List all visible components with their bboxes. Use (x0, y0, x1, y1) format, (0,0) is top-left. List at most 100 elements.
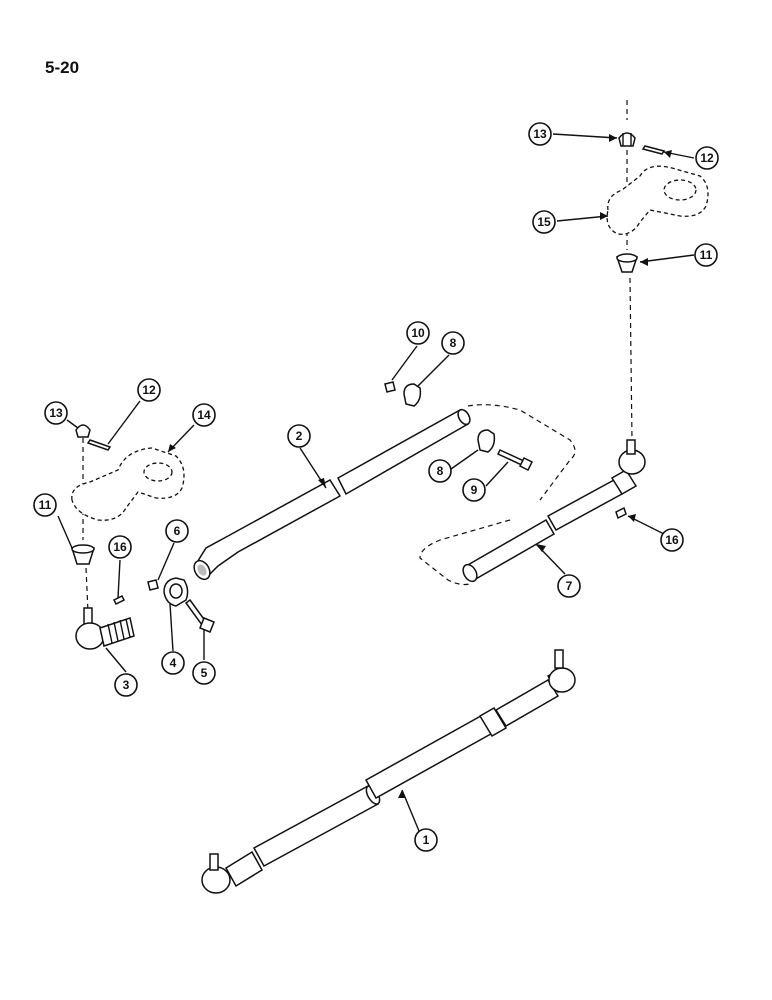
grease-fitting-16-left (112, 594, 126, 606)
arrow (628, 514, 636, 522)
thread-marks (107, 618, 131, 644)
callout-7-label: 7 (566, 579, 573, 593)
callout-7: 7 (557, 574, 581, 598)
clamp-assembly (147, 577, 215, 633)
arrow (640, 258, 648, 266)
arrow (609, 134, 617, 142)
callout-11-right-label: 11 (700, 248, 713, 262)
callout-15: 15 (532, 210, 556, 234)
callout-13-left-label: 13 (49, 406, 63, 420)
tie-rod-end-right-stud (626, 439, 636, 455)
tube-7-end (462, 563, 478, 583)
dust-seal-11-left-top (71, 544, 95, 554)
arrow (664, 150, 672, 158)
callout-6-label: 6 (174, 524, 181, 538)
nut-6 (147, 579, 159, 591)
leader-15 (556, 215, 609, 222)
callout-13-left: 13 (44, 401, 68, 425)
tie-rod-assembly-1 (201, 649, 576, 894)
callout-3: 3 (114, 673, 138, 697)
callout-16-right-label: 16 (665, 533, 679, 547)
tie-rod-1-right-end-head (548, 667, 576, 693)
callout-6: 6 (165, 519, 189, 543)
tube-7-upper (546, 478, 624, 532)
bolt-5-head (199, 617, 215, 633)
callout-8-upper-label: 8 (450, 336, 457, 350)
tie-rod-1-tube-center (364, 710, 500, 800)
tube-2-upper-end (457, 408, 471, 426)
tie-rod-1-tube-right (494, 678, 560, 728)
callout-13-right-label: 13 (533, 127, 547, 141)
grease-fitting-16-right (615, 506, 627, 520)
leader-16-left (117, 559, 121, 599)
clamp-hardware-upper (384, 381, 534, 472)
clamp-8-upper (403, 383, 422, 407)
axis-line (85, 567, 89, 613)
page-number: 5-20 (45, 58, 80, 77)
callout-8-lower: 8 (428, 459, 452, 483)
callout-12-right-label: 12 (700, 151, 714, 165)
steering-arm-14-bore (143, 462, 173, 482)
left-steering-arm-group (70, 424, 185, 613)
callout-9-label: 9 (471, 483, 478, 497)
cotter-pin-12-right (641, 145, 666, 155)
arrow (168, 444, 176, 452)
dust-seal-11-right-top (616, 253, 638, 263)
leader-6 (157, 542, 175, 581)
tie-rod-1-left-stud (209, 853, 219, 871)
callout-11-left-label: 11 (39, 498, 52, 512)
tie-rod-1-left-end-head (201, 866, 231, 894)
callout-11-left: 11 (33, 493, 57, 517)
tie-rod-end-3 (75, 594, 135, 650)
leader-9 (485, 461, 509, 487)
callout-14-label: 14 (197, 408, 211, 422)
assembly-dashed-outline (419, 404, 576, 586)
castle-nut-13-right (618, 132, 636, 147)
steering-arm-15 (606, 165, 709, 235)
leader-11-right (639, 254, 695, 263)
callout-8-lower-label: 8 (437, 464, 444, 478)
bolt-9-head (518, 456, 534, 472)
tie-rod-1-tube-left (252, 784, 380, 868)
callout-4-label: 4 (170, 656, 177, 670)
right-steering-arm-group (606, 100, 709, 441)
tube-2-bore (197, 564, 207, 576)
leader-13-left (66, 419, 79, 429)
leader-8-upper (417, 354, 450, 387)
callout-9: 9 (462, 478, 486, 502)
tube-2-lower (195, 479, 342, 580)
callout-1: 1 (414, 828, 438, 852)
leader-3 (105, 647, 127, 673)
callout-16-left: 16 (108, 535, 132, 559)
arrowheads (168, 134, 672, 798)
tie-rod-end-right-neck (610, 468, 638, 496)
tube-2-upper (337, 408, 470, 496)
axis-line (629, 277, 633, 441)
cotter-pin-12-left (86, 439, 112, 451)
leader-10 (391, 345, 418, 381)
callout-12-right: 12 (695, 146, 719, 170)
callout-5-label: 5 (201, 666, 208, 680)
callout-11-right: 11 (694, 243, 718, 267)
steering-arm-15-bore (663, 179, 697, 201)
steering-arm-14 (71, 447, 185, 521)
callout-2-label: 2 (296, 429, 303, 443)
clamp-4-hole (169, 583, 183, 599)
tie-rod-tube-2 (193, 408, 471, 581)
callout-16-left-label: 16 (113, 540, 127, 554)
callout-13-right: 13 (528, 122, 552, 146)
leader-11-left (57, 515, 73, 549)
callout-12-left-label: 12 (142, 383, 156, 397)
arrow (398, 790, 406, 798)
tie-rod-tube-7 (462, 439, 646, 583)
callout-10: 10 (406, 321, 430, 345)
callout-4: 4 (161, 651, 185, 675)
leader-13-right (552, 133, 618, 139)
callout-5: 5 (192, 661, 216, 685)
callout-2: 2 (287, 424, 311, 448)
arrow (600, 212, 608, 220)
leader-8-lower (450, 449, 479, 470)
nut-10 (384, 381, 396, 393)
tie-rod-1-right-stud (554, 649, 564, 669)
